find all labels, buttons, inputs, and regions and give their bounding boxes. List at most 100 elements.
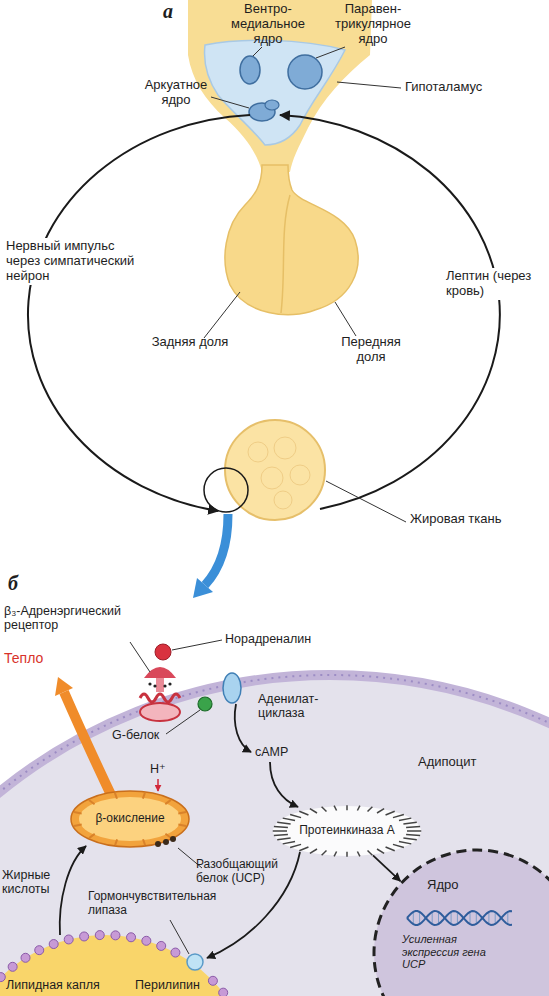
cell-nucleus-outline [372, 848, 549, 996]
cell-nucleus-outline-part [451, 912, 452, 924]
cell-nucleus-outline-part [419, 912, 420, 924]
heat-arrow-part [64, 692, 112, 797]
panel-letter: б [8, 572, 18, 595]
cell-nucleus: ЯдроУсиленная экспрессия гена UCP [372, 848, 549, 996]
pathway-label: Лептин (через кровь) [444, 268, 548, 300]
protein-kinase-burst-outline-part [290, 814, 301, 817]
protein-kinase-burst-outline-part [299, 847, 308, 851]
protein-kinase-burst-outline-part [274, 834, 288, 836]
protein-kinase-burst-outline-part [403, 822, 416, 824]
perilipin-dot [8, 962, 17, 971]
protein-kinase-burst-outline-part [273, 806, 421, 856]
nucleus-label: Вентро-медиальное ядро [228, 2, 308, 47]
protein-kinase-burst-outline-part [299, 811, 308, 815]
lipid-droplet [0, 935, 255, 996]
adenylate-cyclase [223, 673, 241, 703]
mitochondrion-outline-part [170, 836, 176, 842]
mitochondrion-outline-part [165, 834, 171, 838]
feedback-loop-part [280, 115, 500, 509]
lipid-droplet-part [0, 935, 255, 996]
protein-kinase-burst-outline-part [403, 838, 416, 840]
protein-kinase-burst-outline-part [273, 830, 287, 832]
feedback-loop [28, 115, 500, 511]
process-name: β-окисление [95, 812, 164, 826]
pituitary-gland-part [225, 165, 358, 315]
fat-tissue-part [290, 465, 310, 485]
leader-lines [204, 47, 406, 522]
mitochondrion-outline-part [143, 839, 145, 845]
perilipin-dot [0, 973, 5, 982]
receptor-label: β₃-Адренэргический рецептор [4, 604, 159, 633]
beta3-receptor-part [168, 682, 171, 685]
protein-label: G-белок [112, 728, 159, 742]
mitochondrion-outline-part [89, 800, 95, 804]
cell-nucleus-outline-part [407, 911, 512, 925]
protein-label: Разобщающий белок (UCP) [196, 858, 280, 886]
adenylate-cyclase-part [223, 673, 241, 703]
protein-kinase-burst-outline-part [377, 809, 384, 813]
hormone-sensitive-lipase [187, 954, 203, 970]
proton-arrow-part [157, 779, 159, 791]
brain-region-part [205, 40, 345, 145]
hormone-sensitive-lipase-part [187, 954, 203, 970]
protein-kinase-burst-outline-part [406, 826, 420, 828]
mitochondrion-outline-part [155, 841, 161, 847]
mitochondrion-outline-part [71, 791, 189, 847]
perilipin-dot [49, 940, 58, 949]
nucleus-label: Аркуатное ядро [140, 78, 212, 108]
cell-nucleus-outline-part [374, 850, 549, 996]
beta3-receptor-part [153, 684, 156, 687]
panel-letter: а [163, 0, 173, 23]
protein-kinase-burst-outline-part [393, 844, 404, 847]
protein-kinase-burst-outline-part [283, 841, 295, 843]
mitochondrion-outline-part [178, 824, 186, 826]
beta3-receptor-part [140, 694, 180, 702]
protein-kinase-burst-outline-part [377, 849, 384, 853]
nucleus-label: Паравен-трикулярное ядро [330, 2, 416, 47]
perilipin-dot [219, 988, 228, 996]
nucleus-name: Ядро [427, 878, 458, 893]
beta3-receptor-part [148, 682, 151, 685]
protein-kinase-burst-outline-part [310, 809, 317, 813]
protein-kinase-burst-outline-part [322, 851, 327, 856]
perilipin-dot [64, 935, 73, 944]
perilipin-dot [171, 948, 180, 957]
adipocyte-cell-outline-part [0, 675, 549, 996]
lobe-label: Задняя доля [150, 335, 230, 350]
ligand-label: Норадреналин [225, 632, 311, 646]
cell-nucleus-outline-part [438, 912, 439, 924]
protein-kinase-burst-outline-part [277, 838, 290, 840]
leader-lines-part [316, 47, 345, 58]
mitochondrion-outline-part [74, 824, 82, 826]
perilipin-dots [0, 931, 250, 996]
protein-kinase-burst-outline-part [346, 852, 348, 857]
pathway-label: Нервный импульс через симпатический нейр… [4, 238, 150, 285]
protein-kinase-burst-outline-part [368, 851, 373, 856]
perilipin-dot [208, 976, 217, 985]
signal-arrows [60, 704, 300, 958]
mitochondrion-outline-part [115, 793, 117, 799]
perilipin-dot [95, 931, 104, 940]
cell-nucleus-outline-part [457, 912, 458, 924]
signal-arrows-part [60, 846, 86, 935]
protein-kinase-burst-outline-part [357, 806, 359, 811]
signal-arrow [373, 855, 400, 881]
leader-lines-part [170, 920, 189, 954]
beta3-receptor-part [163, 684, 166, 687]
perilipin-dot [21, 953, 30, 962]
fat-tissue-part [225, 420, 325, 520]
signal-arrows-part [270, 762, 298, 807]
mitochondrion-outline-part [143, 793, 145, 799]
brain-region-part [265, 100, 279, 110]
protein-kinase-burst-outline-part [290, 844, 301, 847]
lobe-label: Передняя доля [325, 335, 417, 365]
protein-kinase-burst-outline-part [393, 814, 404, 817]
fat-tissue-part [261, 467, 283, 489]
gene-expression-note: Усиленная экспрессия гена UCP [402, 933, 486, 971]
perilipin-dot [142, 936, 151, 945]
protein-kinase-burst-outline-part [357, 851, 359, 856]
cell-nucleus-outline-part [470, 912, 471, 924]
metabolite-label: Жирные кислоты [2, 868, 72, 897]
protein-kinase-burst-outline-part [406, 834, 420, 836]
